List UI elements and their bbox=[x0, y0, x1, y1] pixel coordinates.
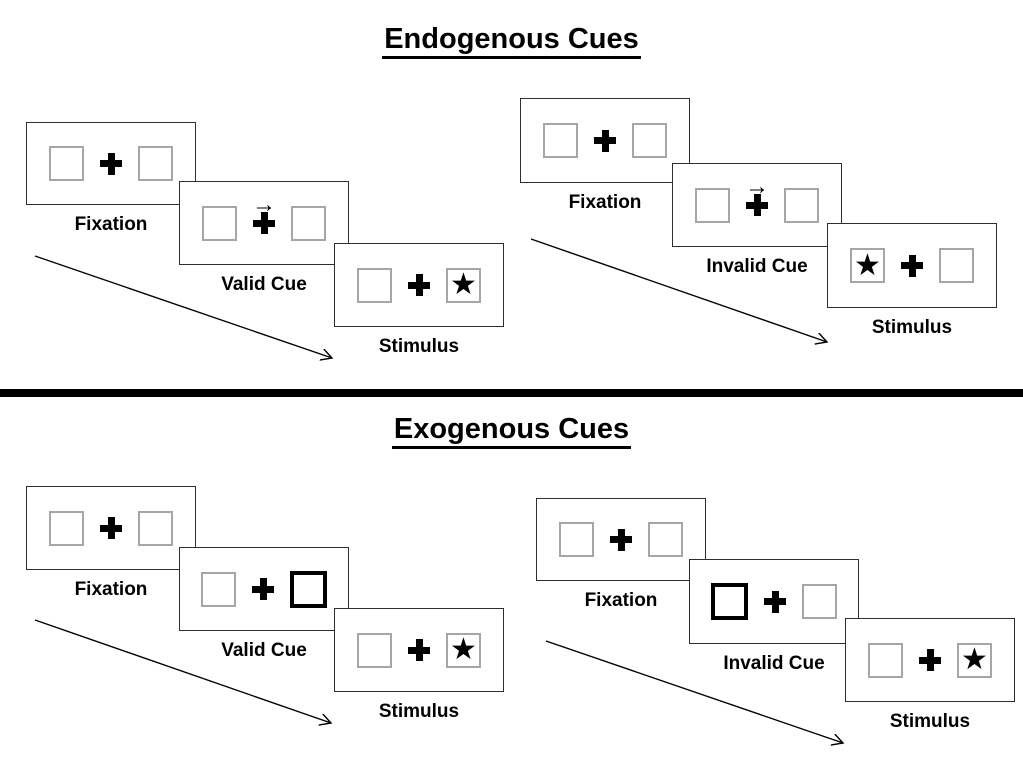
invalid-cue-label: Invalid Cue bbox=[706, 256, 808, 277]
exogenous-invalid-stimulus-panel: ★ bbox=[845, 618, 1015, 702]
fixation-label: Fixation bbox=[74, 214, 148, 235]
left-placeholder-box bbox=[202, 205, 237, 241]
left-target-box: ★ bbox=[850, 248, 885, 283]
fixation-area bbox=[609, 499, 633, 580]
section-title-exogenous-text: Exogenous Cues bbox=[391, 413, 632, 449]
fixation-cross-icon bbox=[746, 194, 768, 216]
endogenous-valid-stimulus-panel: ★ bbox=[334, 243, 504, 327]
right-target-box: ★ bbox=[446, 632, 481, 668]
fixation-label: Fixation bbox=[584, 590, 658, 611]
timeline-arrow-endogenous-valid bbox=[34, 255, 332, 358]
timeline-arrow-endogenous-invalid bbox=[530, 238, 827, 342]
valid-cue-label: Valid Cue bbox=[221, 640, 307, 661]
fixation-cross-icon bbox=[764, 590, 786, 613]
right-target-box: ★ bbox=[957, 642, 992, 678]
right-target-box: ★ bbox=[446, 267, 481, 303]
left-placeholder-box bbox=[49, 510, 84, 546]
fixation-cross-icon bbox=[594, 129, 616, 152]
section-title-endogenous: Endogenous Cues bbox=[0, 22, 1023, 59]
left-highlighted-cue-box bbox=[711, 583, 748, 620]
exogenous-valid-fixation-panel bbox=[26, 486, 196, 570]
endogenous-invalid-fixation-panel bbox=[520, 98, 690, 183]
fixation-label: Fixation bbox=[74, 579, 148, 600]
fixation-label: Fixation bbox=[568, 192, 642, 213]
fixation-cross-icon bbox=[100, 152, 122, 175]
left-placeholder-box bbox=[357, 632, 392, 668]
target-star-icon: ★ bbox=[854, 248, 881, 282]
right-placeholder-box bbox=[784, 187, 819, 223]
target-star-icon: ★ bbox=[450, 268, 477, 301]
fixation-area: → bbox=[252, 182, 276, 264]
right-placeholder-box bbox=[138, 146, 173, 181]
right-placeholder-box bbox=[632, 123, 667, 158]
exogenous-valid-cue-panel bbox=[179, 547, 349, 631]
exogenous-invalid-cue-panel bbox=[689, 559, 859, 644]
exogenous-valid-stimulus-panel: ★ bbox=[334, 608, 504, 692]
left-placeholder-box bbox=[695, 187, 730, 223]
timeline-arrow-exogenous-valid bbox=[34, 619, 331, 723]
fixation-area bbox=[763, 560, 787, 643]
right-highlighted-cue-box bbox=[290, 570, 327, 608]
section-title-endogenous-text: Endogenous Cues bbox=[382, 23, 641, 59]
section-title-exogenous: Exogenous Cues bbox=[0, 412, 1023, 449]
exogenous-invalid-fixation-panel bbox=[536, 498, 706, 581]
fixation-area bbox=[900, 224, 924, 307]
fixation-cross-icon bbox=[919, 649, 941, 671]
timeline-arrow-exogenous-invalid bbox=[545, 640, 843, 743]
endogenous-invalid-cue-panel: → bbox=[672, 163, 842, 247]
cue-arrow-right-icon: → bbox=[745, 173, 769, 200]
fixation-cross-icon bbox=[610, 528, 632, 551]
left-placeholder-box bbox=[49, 146, 84, 181]
left-placeholder-box bbox=[201, 571, 236, 607]
right-placeholder-box bbox=[939, 248, 974, 283]
endogenous-valid-cue-panel: → bbox=[179, 181, 349, 265]
fixation-area bbox=[99, 487, 123, 569]
left-placeholder-box bbox=[543, 123, 578, 158]
section-divider bbox=[0, 389, 1023, 397]
fixation-cross-icon bbox=[408, 274, 430, 296]
right-placeholder-box bbox=[648, 522, 683, 557]
stimulus-label: Stimulus bbox=[889, 711, 971, 732]
fixation-area: → bbox=[745, 164, 769, 246]
endogenous-valid-fixation-panel bbox=[26, 122, 196, 205]
stimulus-label: Stimulus bbox=[378, 336, 460, 357]
fixation-area bbox=[407, 244, 431, 326]
invalid-cue-label: Invalid Cue bbox=[723, 653, 825, 674]
left-placeholder-box bbox=[559, 522, 594, 557]
valid-cue-label: Valid Cue bbox=[221, 274, 307, 295]
target-star-icon: ★ bbox=[961, 643, 988, 676]
endogenous-invalid-stimulus-panel: ★ bbox=[827, 223, 997, 308]
fixation-cross-icon bbox=[100, 517, 122, 539]
right-placeholder-box bbox=[802, 584, 837, 619]
stimulus-label: Stimulus bbox=[378, 701, 460, 722]
fixation-cross-icon bbox=[252, 578, 274, 600]
target-star-icon: ★ bbox=[450, 633, 477, 666]
left-placeholder-box bbox=[357, 267, 392, 303]
fixation-area bbox=[251, 548, 275, 630]
fixation-area bbox=[407, 609, 431, 691]
fixation-area bbox=[593, 99, 617, 182]
right-placeholder-box bbox=[138, 510, 173, 546]
fixation-area bbox=[918, 619, 942, 701]
right-placeholder-box bbox=[291, 205, 326, 241]
fixation-cross-icon bbox=[253, 212, 275, 234]
fixation-area bbox=[99, 123, 123, 204]
stimulus-label: Stimulus bbox=[871, 317, 953, 338]
left-placeholder-box bbox=[868, 642, 903, 678]
cue-arrow-right-icon: → bbox=[252, 191, 276, 218]
fixation-cross-icon bbox=[901, 254, 923, 277]
fixation-cross-icon bbox=[408, 639, 430, 661]
